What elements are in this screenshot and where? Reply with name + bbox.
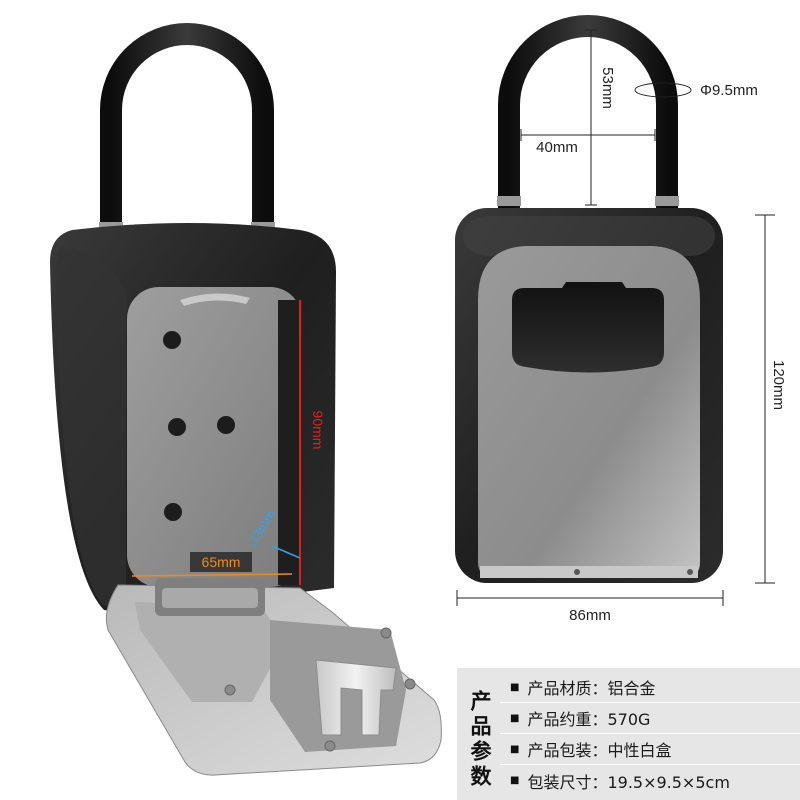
interior-depth-line — [271, 545, 301, 559]
spec-panel: 产品参数 ■ 产品材质：铝合金 ■ 产品约重：570G ■ 产品包装：中性白盒 … — [457, 668, 800, 800]
bullet-icon: ■ — [510, 712, 520, 724]
spec-row-text: 包装尺寸：19.5×9.5×5cm — [527, 772, 730, 792]
interior-height-label: 90mm — [310, 411, 326, 450]
interior-width-label: 65mm — [202, 554, 241, 570]
open-lockbox-latch — [180, 293, 250, 306]
open-lockbox-clip — [315, 659, 397, 736]
open-lockbox: 90mm 33mm 65mm — [50, 23, 442, 776]
bullet-icon: ■ — [510, 743, 520, 755]
spec-row-packaging: ■ 产品包装：中性白盒 — [500, 734, 800, 765]
mounting-holes — [163, 331, 235, 521]
mounting-hole — [168, 418, 186, 436]
bullet-icon: ■ — [510, 775, 520, 786]
open-lockbox-interior — [127, 287, 302, 587]
closed-lockbox-shackle-ring-right — [655, 196, 679, 206]
closed-lockbox-face-edge — [480, 566, 698, 578]
shackle-diameter-label: Φ9.5mm — [700, 82, 758, 99]
screw-icon — [404, 678, 416, 690]
shackle-height-label: 53mm — [599, 67, 616, 109]
open-lockbox-shackle — [100, 23, 274, 245]
body-width-label: 86mm — [569, 607, 611, 624]
open-lockbox-side-shade — [56, 248, 126, 606]
screw-icon — [687, 569, 693, 575]
closed-lockbox: 53mm 40mm Φ9.5mm 120mm 86mm — [455, 15, 787, 624]
closed-lockbox-shackle — [498, 15, 678, 215]
spec-row-material: ■ 产品材质：铝合金 — [500, 672, 800, 703]
body-height-label: 120mm — [770, 360, 787, 410]
spec-row-text: 产品包装：中性白盒 — [527, 741, 672, 760]
spec-row-text: 产品约重：570G — [527, 710, 651, 729]
bullet-icon: ■ — [510, 681, 520, 693]
spec-row-package-size: ■ 包装尺寸：19.5×9.5×5cm — [500, 765, 800, 796]
spec-heading: 产品参数 — [468, 690, 492, 790]
mounting-hole — [217, 416, 235, 434]
mounting-hole — [164, 503, 182, 521]
screw-icon — [324, 740, 336, 752]
spec-row-weight: ■ 产品约重：570G — [500, 703, 800, 734]
shackle-diameter-ring — [634, 82, 692, 98]
open-lockbox-hinge-bar — [162, 588, 258, 608]
screw-icon — [574, 569, 580, 575]
mounting-hole — [163, 331, 181, 349]
closed-lockbox-code-window — [512, 282, 664, 373]
closed-lockbox-shackle-ring-left — [497, 196, 521, 206]
spec-list: ■ 产品材质：铝合金 ■ 产品约重：570G ■ 产品包装：中性白盒 ■ 包装尺… — [500, 672, 800, 800]
interior-width-line — [131, 573, 293, 577]
spec-row-text: 产品材质：铝合金 — [527, 679, 656, 698]
interior-width-label-bg — [190, 552, 252, 572]
screw-icon — [380, 627, 392, 639]
shackle-width-label: 40mm — [536, 139, 578, 156]
open-lockbox-lid-recess — [135, 602, 284, 702]
open-lockbox-interior-wall — [278, 300, 302, 585]
screw-icon — [224, 684, 236, 696]
